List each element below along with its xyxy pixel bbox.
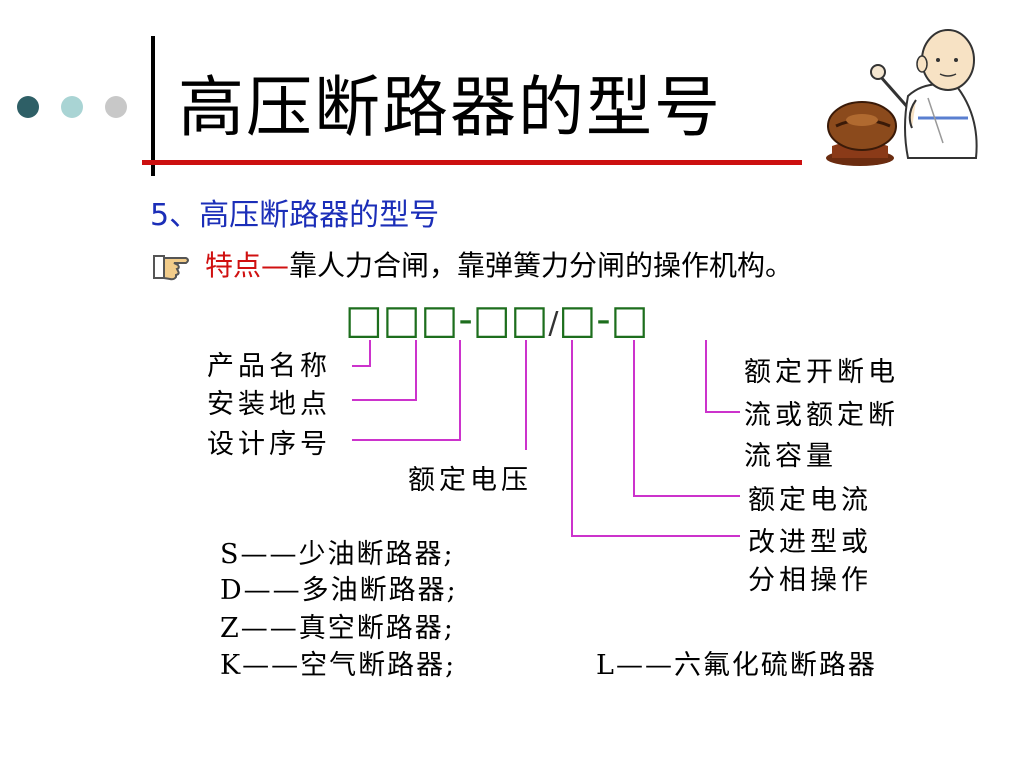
label-breaking-1: 额定开断电 (744, 357, 899, 388)
label-install-site: 安装地点 (207, 389, 331, 420)
decor-dot-gray (105, 96, 127, 118)
label-breaking-3: 流容量 (744, 441, 837, 472)
section-subtitle: 5、高压断路器的型号 (150, 198, 440, 233)
type-dash: —— (243, 575, 302, 606)
label-improved-1: 改进型或 (748, 527, 872, 558)
label-breaking-2: 流或额定断 (744, 400, 899, 431)
type-dash: —— (240, 613, 299, 644)
label-rated-current: 额定电流 (748, 485, 872, 516)
title-vertical-bar (151, 36, 155, 176)
label-product-name: 产品名称 (207, 351, 331, 382)
feature-text: 靠人力合闸，靠弹簧力分闸的操作机构。 (289, 249, 794, 282)
model-code-slash: / (548, 306, 559, 341)
decor-dot-dark (17, 96, 39, 118)
type-row-l: L——六氟化硫断路器 (596, 643, 877, 682)
type-code: D (220, 575, 244, 606)
type-name: 真空断路器; (298, 613, 455, 644)
type-name: 少油断路器; (298, 539, 455, 570)
label-design-no: 设计序号 (207, 429, 331, 460)
type-name: 多油断路器; (301, 575, 458, 606)
feature-line: 特点—靠人力合闸，靠弹簧力分闸的操作机构。 (205, 244, 793, 284)
label-rated-voltage: 额定电压 (408, 465, 532, 496)
type-code: S (220, 539, 241, 570)
type-row-z: Z——真空断路器; (220, 606, 455, 645)
type-row-d: D——多油断路器; (220, 568, 458, 607)
type-dash: —— (242, 650, 301, 681)
type-dash: —— (615, 650, 674, 681)
type-code: L (596, 650, 616, 681)
type-name: 空气断路器; (300, 650, 457, 681)
page-title: 高压断路器的型号 (178, 69, 722, 146)
pointing-hand-icon (153, 255, 189, 281)
feature-label: 特点— (205, 249, 290, 282)
model-code-part1: □□□-□□ (345, 297, 549, 343)
type-dash: —— (240, 539, 299, 570)
model-code: □□□-□□/□-□ (345, 296, 649, 348)
type-code: K (220, 650, 243, 681)
model-code-part2: □-□ (558, 297, 649, 343)
decor-dot-light (61, 96, 83, 118)
title-underline (142, 160, 802, 165)
type-row-s: S——少油断路器; (220, 532, 455, 571)
type-code: Z (220, 613, 241, 644)
monk-with-wooden-fish-icon (826, 29, 978, 166)
type-row-k: K——空气断路器; (220, 643, 456, 682)
type-name: 六氟化硫断路器 (673, 650, 877, 681)
label-improved-2: 分相操作 (748, 565, 872, 596)
